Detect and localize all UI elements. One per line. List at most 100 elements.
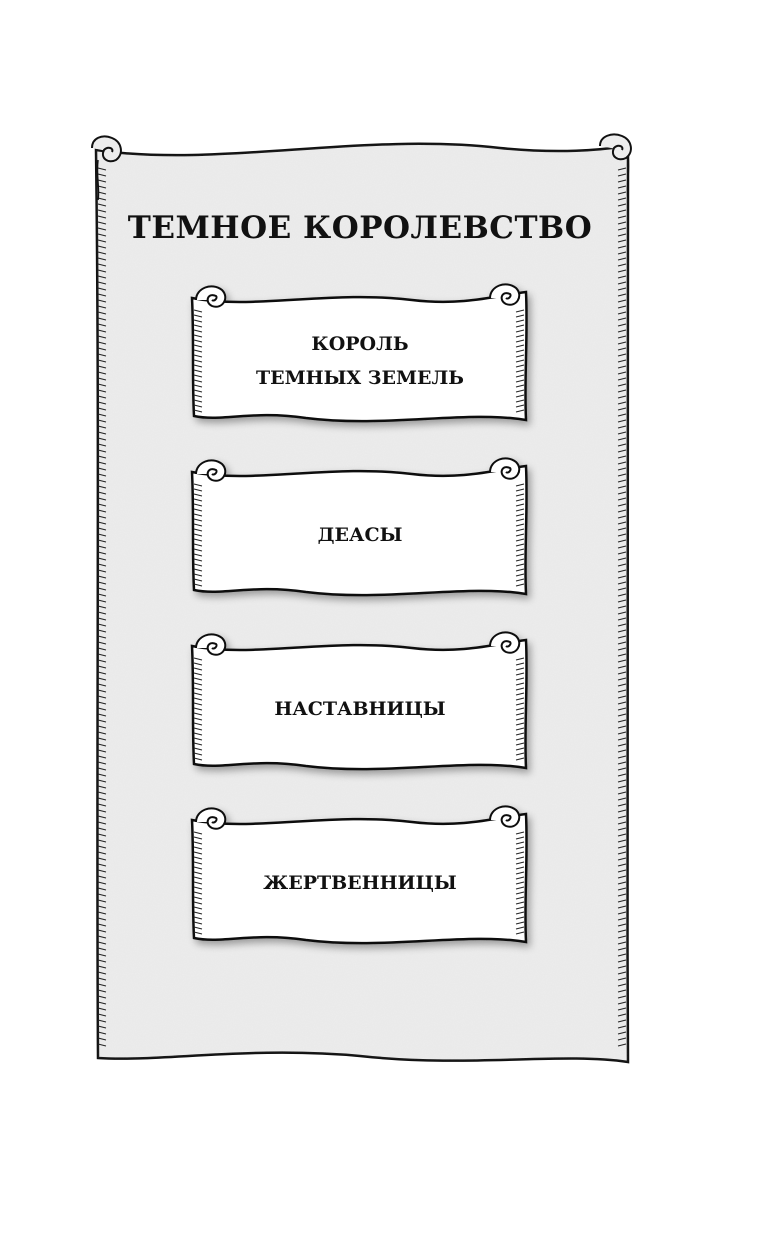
hatch-line [97, 947, 107, 951]
hatch-line [97, 509, 107, 513]
hatch-line [617, 539, 627, 543]
banner [190, 457, 528, 597]
hatch-line [193, 657, 203, 661]
hatch-line [97, 983, 107, 987]
hatch-line [617, 653, 627, 657]
hatch-line [193, 737, 203, 741]
hatch-line [617, 233, 627, 237]
hatch-line [97, 587, 107, 591]
hatch-line [97, 305, 107, 309]
hatch-line [97, 683, 107, 687]
hatch-line [515, 329, 525, 333]
hatch-line [97, 527, 107, 531]
hatch-line [515, 911, 525, 915]
hatch-line [617, 899, 627, 903]
hatch-line [193, 926, 203, 930]
hatch-line [193, 921, 203, 925]
hatch-line [193, 349, 203, 353]
hatch-line [515, 707, 525, 711]
hatch-line [617, 821, 627, 825]
hatch-line [617, 1025, 627, 1029]
hatch-line [617, 659, 627, 663]
hatch-line [617, 785, 627, 789]
hatch-line [97, 227, 107, 231]
scroll-curl-icon [195, 633, 227, 656]
hatch-line [617, 263, 627, 267]
hatch-line [617, 521, 627, 525]
hatch-line [617, 941, 627, 945]
hatch-line [515, 364, 525, 368]
hatch-line [97, 839, 107, 843]
hatch-line [617, 743, 627, 747]
hatch-line [617, 575, 627, 579]
hatch-line [97, 173, 107, 177]
hatch-line [193, 742, 203, 746]
hatch-line [617, 293, 627, 297]
hatch-line [193, 503, 203, 507]
hatch-line [97, 359, 107, 363]
hatch-line [515, 533, 525, 537]
hatch-line [617, 581, 627, 585]
hatch-line [193, 513, 203, 517]
hatch-line [97, 245, 107, 249]
hatch-line [97, 539, 107, 543]
hatch-line [193, 493, 203, 497]
hatch-line [515, 538, 525, 542]
hatch-line [193, 548, 203, 552]
hatch-line [97, 755, 107, 759]
hatch-line [617, 773, 627, 777]
hatch-line [97, 335, 107, 339]
hatch-line [97, 533, 107, 537]
hatch-line [515, 742, 525, 746]
hatch-line [515, 359, 525, 363]
hatch-line [97, 791, 107, 795]
hatch-line [515, 543, 525, 547]
hatch-line [515, 901, 525, 905]
hatch-line [97, 605, 107, 609]
hatch-line [193, 528, 203, 532]
hatch-line [515, 831, 525, 835]
hatch-line [617, 1019, 627, 1023]
scroll-curl-icon [91, 135, 122, 201]
hatch-line [617, 503, 627, 507]
hatch-line [97, 725, 107, 729]
hatch-line [617, 1007, 627, 1011]
hatch-line [515, 876, 525, 880]
hatch-line [617, 359, 627, 363]
hatch-line [193, 916, 203, 920]
hatch-line [617, 509, 627, 513]
hatch-line [97, 617, 107, 621]
hatch-line [617, 695, 627, 699]
hatch-line [97, 257, 107, 261]
hatch-line [193, 568, 203, 572]
hatch-line [193, 374, 203, 378]
banner-label: НАСТАВНИЦЫ [205, 650, 515, 768]
hatch-line [193, 583, 203, 587]
hatch-line [515, 916, 525, 920]
hatch-line [193, 394, 203, 398]
hatch-line [515, 886, 525, 890]
hatch-line [617, 1013, 627, 1017]
hatch-line [193, 707, 203, 711]
hatch-line [97, 551, 107, 555]
hatch-line [515, 717, 525, 721]
banner-label-text: ДЕАСЫ [317, 524, 403, 546]
hatch-line [617, 599, 627, 603]
hatch-line [193, 831, 203, 835]
hatch-line [193, 667, 203, 671]
hatch-line [617, 833, 627, 837]
hatch-line [97, 1007, 107, 1011]
hatch-line [515, 662, 525, 666]
hatch-line [617, 479, 627, 483]
hatch-line [193, 891, 203, 895]
hatch-line [617, 587, 627, 591]
hatch-line [617, 311, 627, 315]
hatch-line [97, 695, 107, 699]
hatch-line [97, 251, 107, 255]
hatch-line [617, 545, 627, 549]
hatch-line [193, 841, 203, 845]
hatch-line [515, 697, 525, 701]
hatch-line [515, 836, 525, 840]
hatch-line [97, 731, 107, 735]
hatch-line [97, 413, 107, 417]
